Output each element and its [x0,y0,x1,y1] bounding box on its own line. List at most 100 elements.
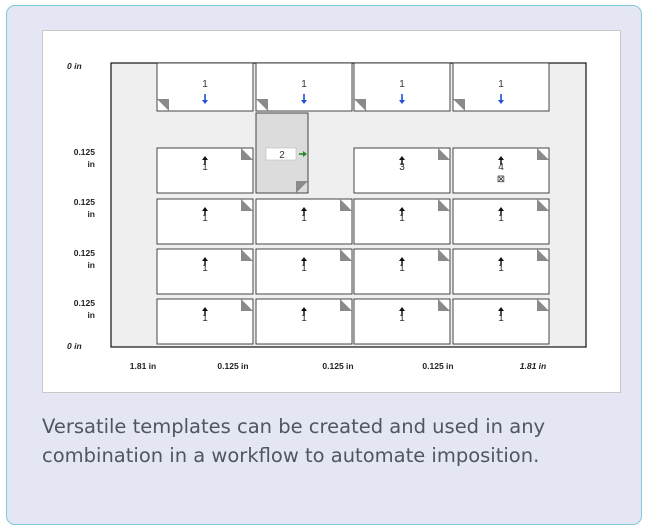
up-arrow-head-icon [301,307,307,311]
page-number: 1 [498,263,504,274]
y-label-row-1: 0.125 [74,147,96,157]
up-arrow-head-icon [498,156,504,160]
x-label-4: 0.125 in [422,361,453,371]
x-label-2: 0.125 in [217,361,248,371]
x-label-3: 0.125 in [322,361,353,371]
page-label-box [265,147,297,161]
folded-corner [438,199,450,211]
x-label-5: 1.81 in [520,361,546,371]
page-number: 1 [399,313,405,324]
up-arrow-head-icon [498,257,504,261]
y-label-row-unit-2: in [87,209,95,219]
grid-page-r4-c2 [255,298,353,345]
page-cell-box [255,298,353,345]
y-label-row-unit-4: in [87,310,95,320]
page-cell-box [452,147,550,194]
page-cell-box [255,248,353,295]
up-arrow-head-icon [202,307,208,311]
folded-corner [157,99,169,111]
up-arrow-head-icon [202,257,208,261]
grid-page-r3-c3 [353,248,451,295]
up-arrow-head-icon [301,207,307,211]
page-cell-box [156,248,254,295]
page-number: 1 [202,79,208,90]
folded-corner [241,299,253,311]
folded-corner [453,99,465,111]
grid-page-r2-c1 [156,198,254,245]
folded-corner [241,199,253,211]
folded-corner [354,99,366,111]
down-arrow-head-icon [498,100,504,104]
page-cell-box [452,248,550,295]
down-arrow-head-icon [399,100,405,104]
folded-corner [340,249,352,261]
up-arrow-head-icon [399,156,405,160]
right-arrow-head-icon [303,151,307,157]
up-arrow-head-icon [301,257,307,261]
grid-page-r1-c3 [353,147,451,194]
folded-corner [537,199,549,211]
y-label-top: 0 in [67,61,82,71]
grid-page-r2-c3 [353,198,451,245]
y-label-row-2: 0.125 [74,197,96,207]
y-label-row-4: 0.125 [74,298,96,308]
grid-page-r1-c4 [452,147,550,194]
up-arrow-head-icon [399,307,405,311]
grid-page-r3-c2 [255,248,353,295]
page-number: 1 [399,263,405,274]
page-number: 2 [279,150,285,161]
page-number: 1 [498,213,504,224]
folded-corner [438,249,450,261]
page-cell-box [156,147,254,194]
page-cell-box [353,147,451,194]
up-arrow-head-icon [399,257,405,261]
x-label-1: 1.81 in [130,361,156,371]
y-label-row-unit-1: in [87,159,95,169]
folded-corner [241,148,253,160]
page-number: 1 [301,213,307,224]
page-number: 1 [301,79,307,90]
page-cell-box [353,298,451,345]
folded-corner [296,181,308,193]
page-number: 1 [301,313,307,324]
folded-corner [537,148,549,160]
page-cell-box [353,248,451,295]
y-label-row-3: 0.125 [74,248,96,258]
crop-mark-icon: ⊠ [497,174,505,185]
page-cell-box [156,198,254,245]
up-arrow-head-icon [202,156,208,160]
grid-page-r3-c1 [156,248,254,295]
page-number: 3 [399,162,405,173]
page-number: 1 [202,162,208,173]
up-arrow-head-icon [399,207,405,211]
grid-page-r4-c1 [156,298,254,345]
folded-corner [537,299,549,311]
caption-text: Versatile templates can be created and u… [42,415,546,467]
page-number: 1 [399,213,405,224]
grid-page-r3-c4 [452,248,550,295]
grid-page-r4-c4 [452,298,550,345]
page-cell-box [452,198,550,245]
grid-page-r4-c3 [353,298,451,345]
page-number: 1 [301,263,307,274]
grid-page-r1-c1 [156,147,254,194]
folded-corner [241,249,253,261]
page-cell-box [156,298,254,345]
page-number: 1 [202,313,208,324]
folded-corner [537,249,549,261]
down-arrow-head-icon [202,100,208,104]
folded-corner [340,199,352,211]
folded-corner [340,299,352,311]
page-cell-box [452,298,550,345]
up-arrow-head-icon [498,207,504,211]
page-number: 1 [202,263,208,274]
page-number: 1 [498,313,504,324]
page-number: 1 [399,79,405,90]
highlighted-page [255,112,309,194]
folded-corner [438,148,450,160]
up-arrow-head-icon [202,207,208,211]
folded-corner [256,99,268,111]
